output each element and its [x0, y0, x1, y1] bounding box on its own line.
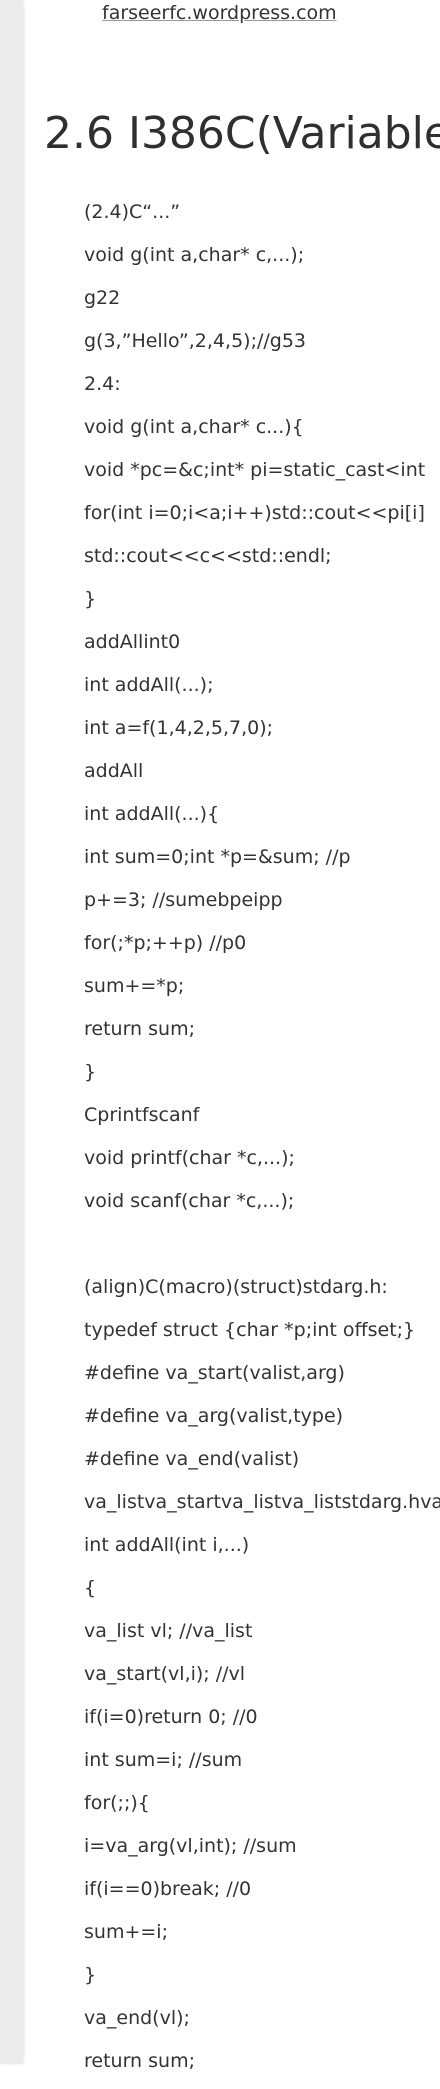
text-line: va_list vl; //va_list: [84, 1620, 253, 1642]
text-line: }: [84, 1964, 97, 1986]
blank-line: [84, 1229, 440, 1272]
text-line: va_end(vl);: [84, 2007, 190, 2029]
text-line: for(int i=0;i<a;i++)std::cout<<pi[i]: [84, 502, 425, 524]
text-line: }: [84, 588, 97, 610]
text-line: (2.4)C“...”: [84, 201, 181, 223]
text-line: void g(int a,char* c,...);: [84, 244, 305, 266]
text-line: addAll: [84, 760, 144, 782]
text-line: void printf(char *c,...);: [84, 1147, 295, 1169]
text-line: std::cout<<c<<std::endl;: [84, 545, 332, 567]
article-body: (2.4)C“...” void g(int a,char* c,...); g…: [84, 197, 440, 2089]
text-line: va_start(vl,i); //vl: [84, 1663, 246, 1685]
text-line: addAllint0: [84, 631, 181, 653]
text-line: #define va_start(valist,arg): [84, 1362, 345, 1384]
text-line: sum+=*p;: [84, 975, 185, 997]
text-line: #define va_end(valist): [84, 1448, 300, 1470]
text-line: void *pc=&c;int* pi=static_cast<int: [84, 459, 426, 481]
text-line: return sum;: [84, 1018, 195, 1040]
text-line: if(i=0)return 0; //0: [84, 1706, 258, 1728]
text-line: int addAll(...){: [84, 803, 220, 825]
text-line: for(;;){: [84, 1792, 150, 1814]
text-line: g22: [84, 287, 121, 309]
text-line: i=va_arg(vl,int); //sum: [84, 1835, 297, 1857]
left-gutter: [0, 0, 22, 2064]
text-line: va_listva_startva_listva_liststdarg.hva: [84, 1491, 440, 1513]
text-line: for(;*p;++p) //p0: [84, 932, 247, 954]
text-line: Cprintfscanf: [84, 1104, 200, 1126]
text-line: void g(int a,char* c...){: [84, 416, 304, 438]
text-line: sum+=i;: [84, 1921, 168, 1943]
text-line: int sum=i; //sum: [84, 1749, 243, 1771]
text-line: void scanf(char *c,...);: [84, 1190, 295, 1212]
page-title: 2.6 I386C(Variable: [44, 108, 440, 159]
site-link[interactable]: farseerfc.wordpress.com: [102, 2, 337, 24]
text-line: }: [84, 1061, 97, 1083]
text-line: int sum=0;int *p=&sum; //p: [84, 846, 351, 868]
text-line: if(i==0)break; //0: [84, 1878, 252, 1900]
text-line: 2.4:: [84, 373, 121, 395]
text-line: int addAll(int i,...): [84, 1534, 250, 1556]
text-line: typedef struct {char *p;int offset;}: [84, 1319, 416, 1341]
text-line: p+=3; //sumebpeipp: [84, 889, 283, 911]
text-line: (align)C(macro)(struct)stdarg.h:: [84, 1276, 388, 1298]
text-line: return sum;: [84, 2050, 195, 2072]
text-line: #define va_arg(valist,type): [84, 1405, 344, 1427]
text-line: {: [84, 1577, 97, 1599]
text-line: g(3,”Hello”,2,4,5);//g53: [84, 330, 307, 352]
text-line: int a=f(1,4,2,5,7,0);: [84, 717, 274, 739]
text-line: int addAll(...);: [84, 674, 214, 696]
